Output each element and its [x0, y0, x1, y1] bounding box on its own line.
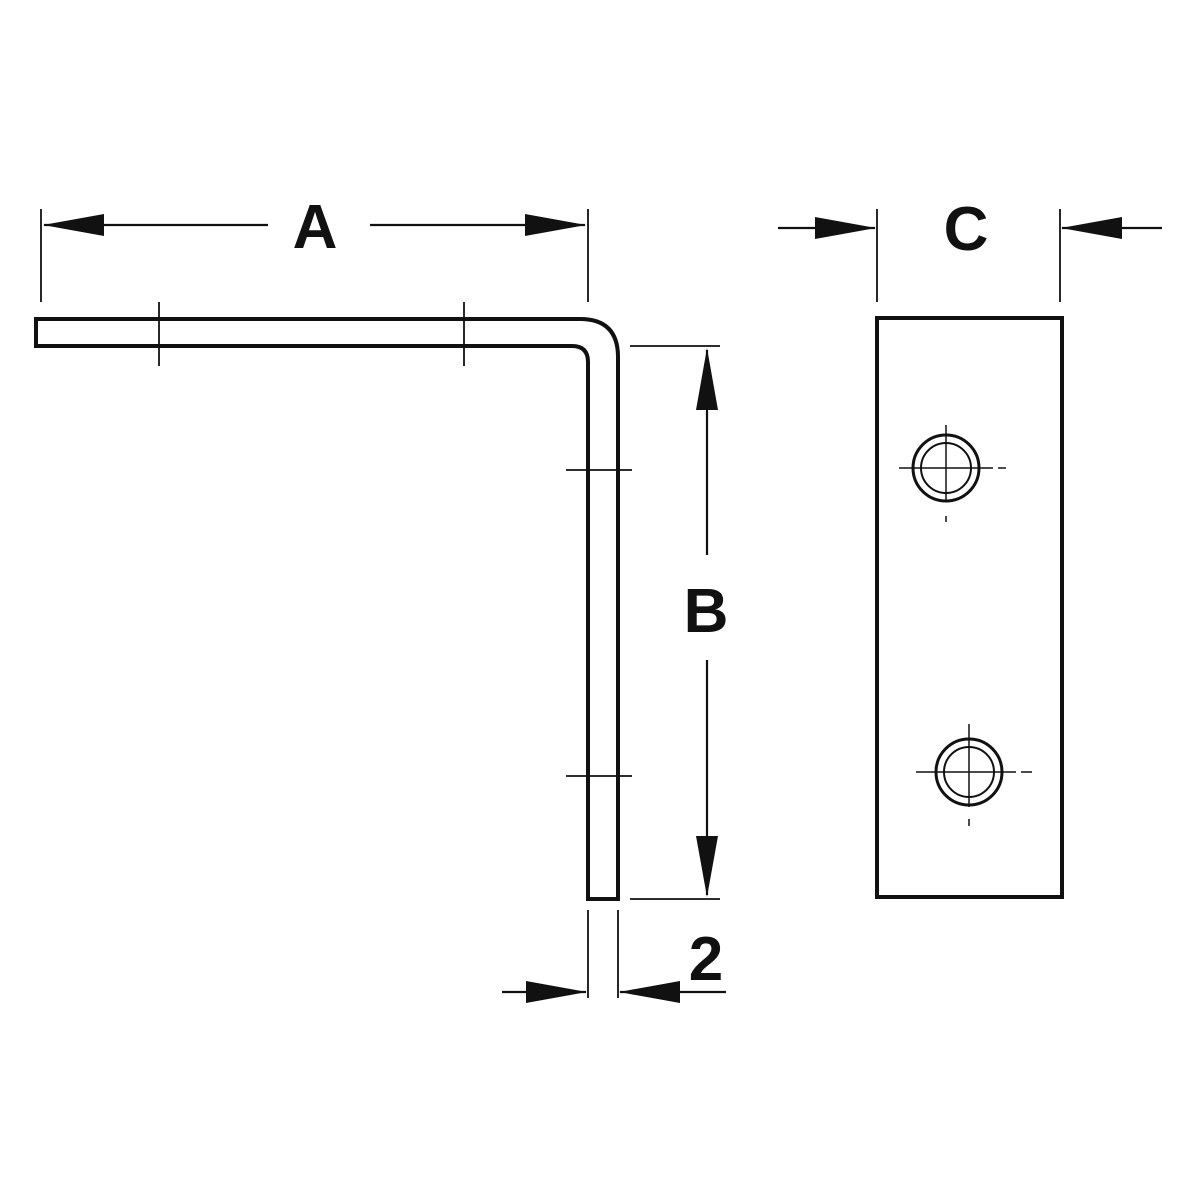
screw-hole-bottom	[916, 724, 1032, 826]
dimension-c-arrow-left	[815, 217, 876, 239]
dimension-c: C	[778, 195, 1162, 302]
dimension-b-arrow-bottom	[696, 836, 718, 897]
screw-hole-top	[899, 425, 1006, 522]
dimension-b-label: B	[684, 577, 729, 646]
dimension-a-label: A	[293, 193, 338, 262]
dimension-b-arrow-top	[696, 348, 718, 410]
bracket-plate	[875, 316, 1064, 899]
dimension-thickness-arrow-right	[619, 981, 680, 1003]
front-view	[875, 316, 1064, 899]
dimension-thickness-arrow-left	[526, 981, 587, 1003]
dimension-b: B	[630, 345, 729, 900]
dimension-thickness-label: 2	[689, 925, 723, 994]
side-view	[34, 302, 632, 901]
dimension-a-arrow-right	[525, 214, 586, 236]
dimension-a-arrow-left	[43, 214, 104, 236]
dimension-a: A	[40, 193, 589, 302]
bracket-profile	[34, 317, 620, 901]
dimension-thickness: 2	[502, 910, 726, 1003]
dimension-c-label: C	[944, 195, 989, 264]
dimension-c-arrow-right	[1061, 217, 1122, 239]
